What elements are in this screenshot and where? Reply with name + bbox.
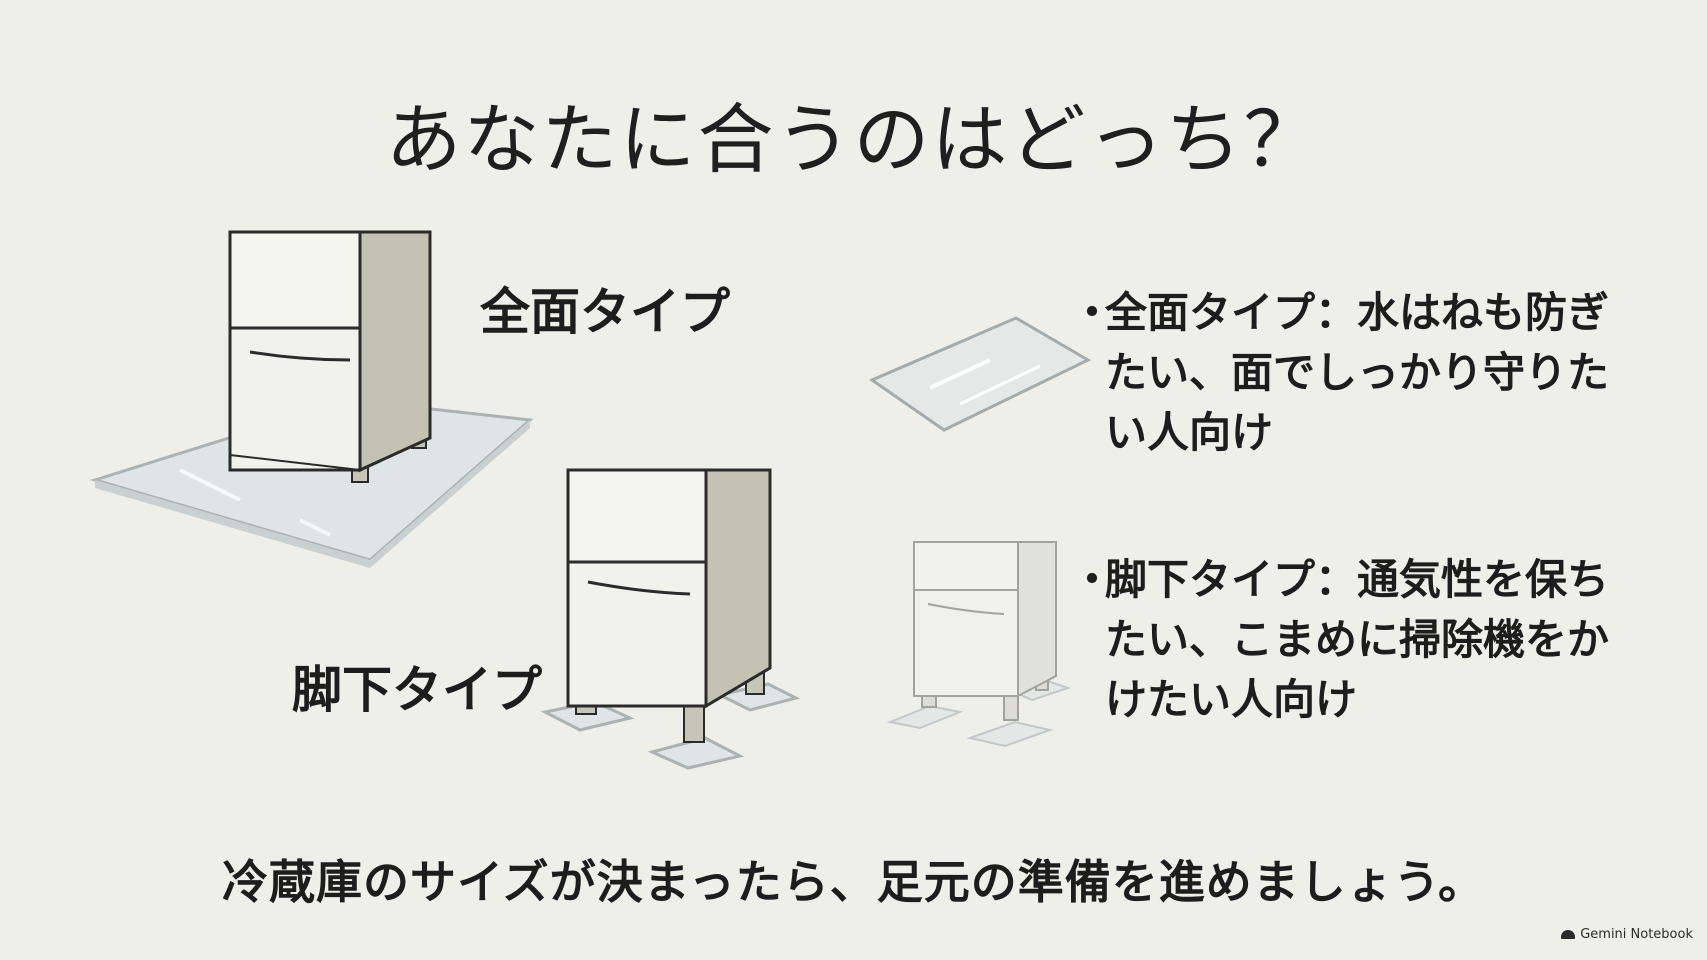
page-title: あなたに合うのはどっち？ [385, 95, 1322, 184]
brand-label: Gemini Notebook [1580, 927, 1693, 942]
bullet-text: 全面タイプ：水はねも防ぎたい、面でしっかり守りたい人向け [1105, 288, 1610, 457]
bullet-dot: ・ [1071, 288, 1114, 337]
small-fridge-pads-icon [886, 541, 1072, 748]
gemini-notebook-icon [1561, 930, 1576, 939]
footer-message: 冷蔵庫のサイズが決まったら、足元の準備を進めましょう。 [221, 855, 1486, 909]
bullet-full-type: ・ 全面タイプ：水はねも防ぎたい、面でしっかり守りたい人向け [1071, 283, 1625, 463]
bullet-text: 脚下タイプ：通気性を保ちたい、こまめに掃除機をかけたい人向け [1105, 555, 1610, 724]
clear-mat-icon [868, 316, 1092, 432]
brand: Gemini Notebook [1561, 927, 1693, 942]
bullet-leg-type: ・ 脚下タイプ：通気性を保ちたい、こまめに掃除機をかけたい人向け [1071, 550, 1625, 730]
leg-type-label: 脚下タイプ [292, 661, 542, 719]
fridge-leg-pads-icon [540, 468, 801, 770]
bullet-dot: ・ [1071, 555, 1114, 604]
full-type-label: 全面タイプ [480, 283, 730, 341]
fridge-full-mat-icon [89, 230, 534, 568]
